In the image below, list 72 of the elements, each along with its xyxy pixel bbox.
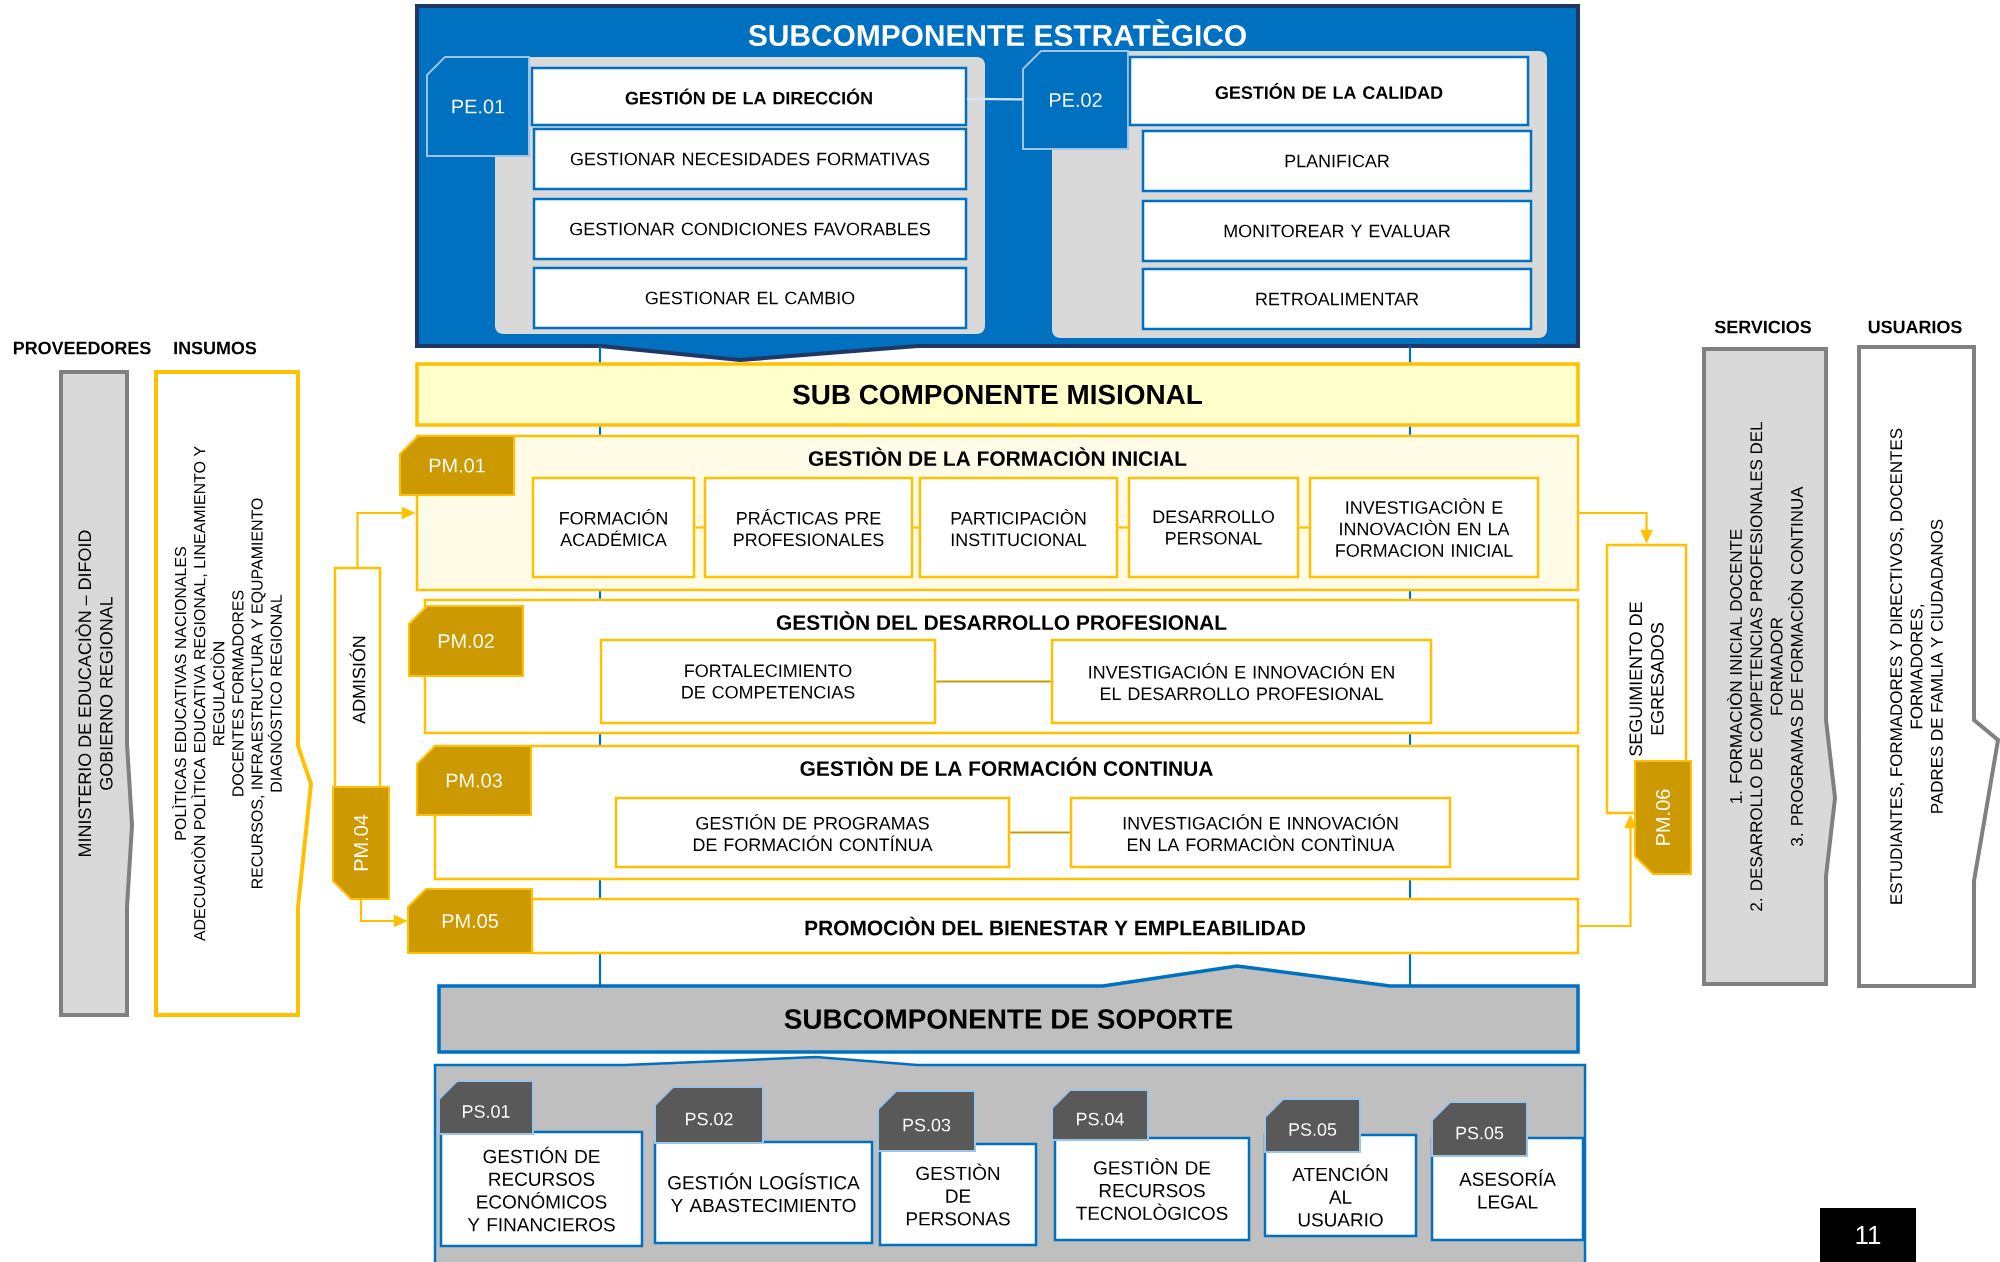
connector-line [1408, 426, 1412, 435]
column-box: 1. FORMACIÒN INICIAL DOCENTE 2. DESARROLLO DE COMPETENCIAS PROFESIONALES DEL FORMADOR 3. PROGRAMAS DE FORMACIÒN CONTINUA [1702, 347, 1838, 986]
connector-line [1408, 954, 1412, 986]
process-box: INVESTIGACIÓN E INNOVACIÓN EN LA FORMACIÒN CONTÌNUA [1069, 796, 1452, 869]
process-box: RETROALIMENTAR [1141, 267, 1533, 331]
process-band: PROMOCIÒN DEL BIENESTAR Y EMPLEABILIDAD [530, 897, 1580, 955]
connector-line [1010, 831, 1070, 834]
code-tag: PS.04 [1051, 1089, 1149, 1141]
process-box: DESARROLLO PERSONAL [1127, 476, 1300, 579]
code-tag: PS.02 [654, 1086, 764, 1144]
component-band: SUBCOMPONENTE DE SOPORTE [437, 964, 1580, 1054]
process-box: GESTIÓN LOGÍSTICA Y ABASTECIMIENTO [653, 1140, 874, 1245]
node-label: ADECUACIÒN POLÌTICA EDUCATIVA REGIONAL, LINEAMIENTO Y REGULACIÒN [191, 446, 225, 942]
process-box: FORMACIÓN ACADÉMICA [531, 476, 696, 579]
process-box: GESTIONAR NECESIDADES FORMATIVAS [532, 127, 968, 191]
connector-line [913, 526, 919, 529]
process-box: MONITOREAR Y EVALUAR [1141, 199, 1533, 263]
connector-line [695, 526, 704, 529]
node-label: POLÌTICAS EDUCATIVAS NACIONALES [172, 547, 187, 840]
process-box: PRÁCTICAS PRE PROFESIONALES [703, 476, 914, 579]
connector-line [1118, 526, 1128, 529]
process-box: GESTIÓN DE RECURSOS ECONÓMICOS Y FINANCIEROS [439, 1130, 644, 1248]
code-tag: PS.05 [1264, 1098, 1361, 1153]
connector-line [598, 591, 602, 599]
connector-line [598, 954, 602, 986]
code-tag: PE.01 [426, 56, 530, 157]
code-tag: PE.02 [1022, 50, 1129, 150]
code-tag: PS.01 [438, 1080, 534, 1135]
connector-line [1299, 526, 1309, 529]
code-tag: PM.01 [399, 435, 515, 496]
process-box: GESTIONAR EL CAMBIO [532, 266, 968, 330]
column-heading: INSUMOS [174, 341, 257, 355]
connector-line [1408, 734, 1412, 745]
process-band: SUB COMPONENTE MISIONAL [415, 362, 1580, 427]
column-heading: PROVEEDORES [13, 341, 151, 355]
process-box: INVESTIGACIÒN E INNOVACIÒN EN LA FORMACION INICIAL [1308, 476, 1540, 579]
process-box: INVESTIGACIÓN E INNOVACIÓN EN EL DESARROLLO PROFESIONAL [1050, 638, 1433, 725]
column-box: ESTUDIANTES, FORMADORES Y DIRECTIVOS, DOCENTES FORMADORES, PADRES DE FAMLIA Y CIUDADANOS [1857, 345, 2000, 988]
process-box: GESTIÓN DE PROGRAMAS DE FORMACIÓN CONTÍNUA [614, 796, 1011, 869]
connector-line [598, 346, 602, 363]
process-box: GESTIÓN DE LA CALIDAD [1128, 55, 1530, 127]
process-box: GESTIONAR CONDICIONES FAVORABLES [532, 197, 968, 261]
connector-line [598, 880, 602, 898]
connector-line [1408, 591, 1412, 599]
node-label: RECURSOS, INFRAESTRUCTURA Y EQUPAMIENTO [251, 498, 266, 889]
connector-line [936, 680, 1051, 683]
code-tag: PM.05 [407, 888, 533, 954]
code-tag: PS.03 [877, 1090, 976, 1152]
node-label: DOCENTES FORMADORES [232, 590, 244, 796]
node-label: DIAGNÓSTICO REGIONAL [267, 594, 282, 792]
column-box: MINISTERIO DE EDUCACIÒN – DIFOID GOBIERNO REGIONAL [59, 370, 134, 1017]
process-box: PARTICIPACIÒN INSTITUCIONAL [918, 476, 1119, 579]
connector-line [1408, 346, 1412, 363]
process-box: GESTIÓN DE LA DIRECCIÓN [530, 66, 968, 127]
code-tag: PS.05 [1431, 1101, 1528, 1157]
page-number: 11 [1820, 1208, 1916, 1262]
connector-line [598, 426, 602, 435]
code-tag: PM.04 [332, 786, 390, 900]
code-tag: PM.03 [416, 745, 532, 816]
process-box: PLANIFICAR [1141, 129, 1533, 193]
column-heading: USUARIOS [1868, 320, 1962, 334]
code-tag: PM.02 [408, 605, 524, 677]
connector-line [1408, 880, 1412, 898]
connector-line [598, 734, 602, 745]
process-box: GESTIÒN DE RECURSOS TECNOLÒGICOS [1053, 1136, 1251, 1242]
process-box: ADMISIÓN [333, 566, 382, 793]
code-tag: PM.06 [1634, 760, 1692, 875]
column-box: POLÌTICAS EDUCATIVAS NACIONALES ADECUACIÒN POLÌTICA EDUCATIVA REGIONAL, LINEAMIENTO Y REGULACIÒN DOCENTES FORMADORES RECURSOS, INFRAESTRUCTURA Y EQUPAMIENTO DIAGNÓSTICO REGIONAL [154, 370, 314, 1017]
column-heading: SERVICIOS [1714, 320, 1811, 334]
process-box: GESTIÒN DE PERSONAS [878, 1142, 1038, 1247]
connector-line [967, 97, 1023, 101]
process-box: FORTALECIMIENTO DE COMPETENCIAS [599, 638, 937, 725]
